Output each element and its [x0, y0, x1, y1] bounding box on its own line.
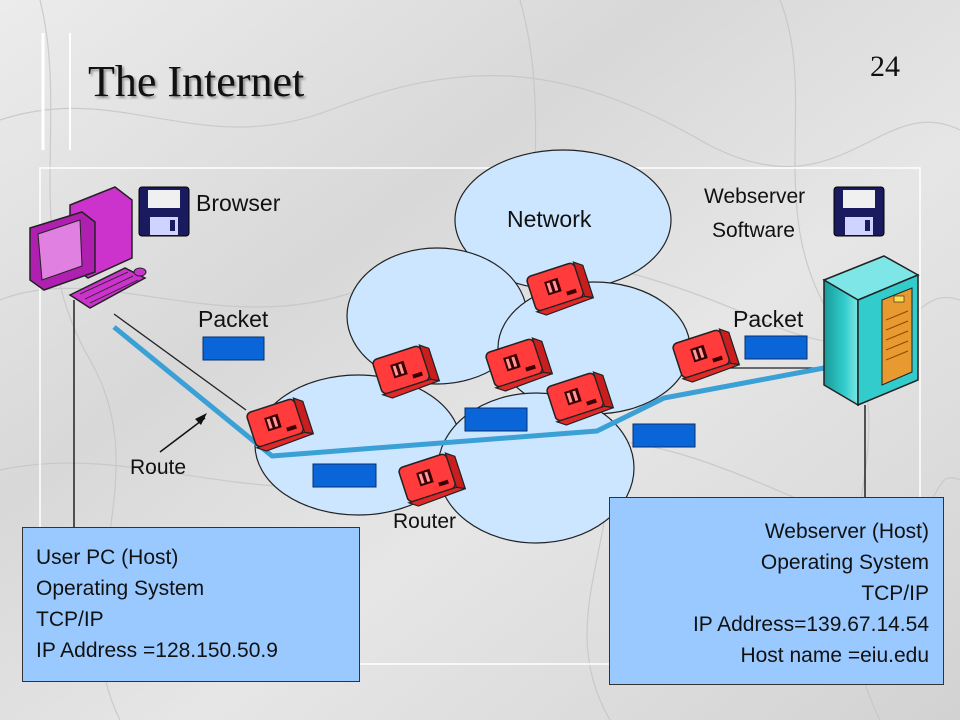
webserver-icon — [822, 255, 920, 407]
packet-bottom — [312, 463, 377, 488]
router-icon — [398, 452, 467, 507]
pc-link-line — [113, 313, 247, 411]
router-icon — [526, 261, 595, 316]
packet-right — [744, 335, 808, 360]
router-icon — [246, 397, 315, 452]
route-line — [112, 325, 825, 459]
packet-center — [464, 407, 528, 432]
router-icon — [672, 328, 741, 383]
browser-label: Browser — [196, 190, 281, 216]
webserver-protocol-line: TCP/IP — [861, 582, 929, 605]
route-label: Route — [130, 456, 187, 479]
user-pc-host-line: User PC (Host) — [36, 546, 179, 569]
packet-label-left: Packet — [198, 306, 269, 332]
webserver-ip-line: IP Address=139.67.14.54 — [692, 613, 929, 636]
packet-left — [202, 336, 265, 361]
network-label: Network — [507, 206, 592, 232]
webserver-software-label-line2: Software — [712, 219, 795, 242]
router-icon — [485, 337, 554, 392]
router-icon — [372, 344, 441, 399]
webserver-hostname-line: Host name =eiu.edu — [740, 644, 929, 667]
webserver-software-label-line1: Webserver — [704, 185, 806, 208]
route-arrow — [159, 417, 206, 453]
packet-center-right — [632, 423, 696, 448]
floppy-disk-icon-webserver — [833, 186, 885, 237]
routers — [246, 261, 741, 507]
user-pc-ip-line: IP Address =128.150.50.9 — [36, 639, 278, 662]
user-pc-os-line: Operating System — [36, 577, 205, 600]
user-pc-info-box: User PC (Host) Operating System TCP/IP I… — [22, 527, 360, 682]
user-pc-icon — [29, 186, 147, 309]
page-number: 24 — [870, 50, 900, 83]
webserver-host-line: Webserver (Host) — [764, 520, 929, 543]
packet-label-right: Packet — [733, 306, 804, 332]
content-frame — [39, 167, 921, 665]
webserver-os-line: Operating System — [760, 551, 929, 574]
packets — [202, 335, 808, 488]
webserver-info-box: Webserver (Host) Operating System TCP/IP… — [609, 497, 944, 685]
slide-title: The Internet — [88, 57, 305, 106]
floppy-disk-icon-browser — [138, 186, 190, 237]
router-icon — [546, 371, 615, 426]
router-label: Router — [393, 510, 457, 533]
user-pc-protocol-line: TCP/IP — [36, 608, 104, 631]
route-arrow-head — [195, 413, 207, 425]
